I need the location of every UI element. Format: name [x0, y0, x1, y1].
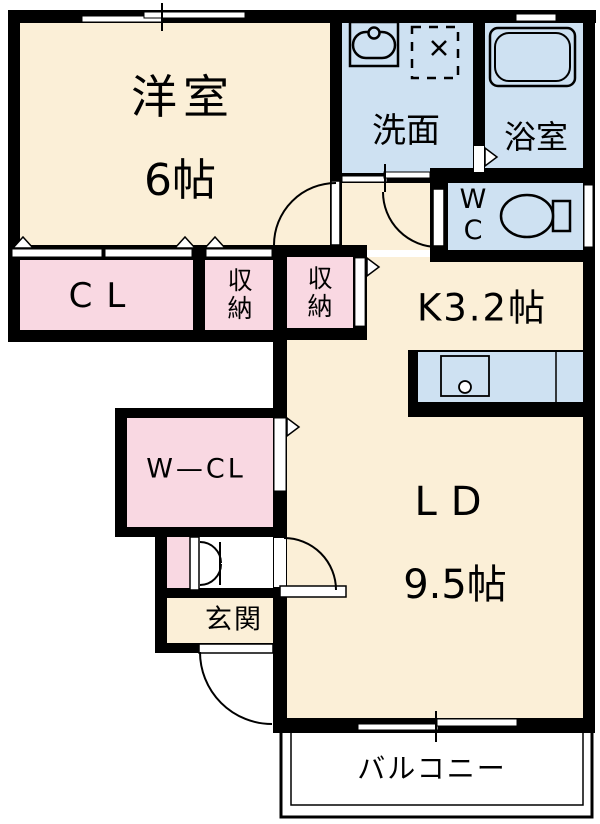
hall-closet-door-leaf	[189, 536, 200, 591]
storage1-sliding-door	[205, 248, 273, 258]
entrance-floor	[167, 598, 277, 643]
toilet-door-leaf	[432, 188, 445, 247]
window-bathroom	[515, 13, 557, 22]
living-dining-size: 9.5帖	[403, 562, 507, 608]
closet-sliding-door	[104, 248, 193, 258]
hall-door-opening	[274, 538, 286, 587]
window-toilet	[583, 184, 594, 248]
bathroom-door-opening	[474, 146, 484, 172]
toilet-icon	[499, 193, 572, 239]
living-dining-label: LD	[414, 479, 496, 525]
door-direction-mark	[484, 146, 499, 168]
western-room-door-leaf	[330, 180, 341, 246]
room-floors	[20, 23, 583, 718]
western-room-door-arc	[273, 182, 337, 246]
toilet-door-arc	[382, 191, 439, 248]
washroom-label: 洗面	[372, 111, 440, 151]
hall-door-leaf	[279, 585, 347, 598]
wcl-door-opening	[273, 417, 287, 492]
kitchen-label: K3.2帖	[416, 286, 548, 330]
entrance-door-leaf	[198, 643, 274, 654]
window-western-room	[81, 3, 246, 31]
door-swing-arcs	[199, 182, 439, 725]
washer-pan-icon	[410, 25, 460, 80]
bifold-door-mark	[203, 235, 227, 249]
bathroom-label: 浴室	[503, 118, 569, 156]
toilet-label: W C	[460, 184, 487, 246]
washroom-floor	[342, 23, 473, 173]
walk-in-closet-floor	[127, 418, 273, 527]
toilet-label-w: W	[459, 183, 487, 215]
storage2-label: 収納	[307, 264, 333, 321]
hall-closet-double-door	[199, 541, 222, 586]
kitchen-counter-icon	[413, 350, 591, 404]
western-room-label: 洋室	[131, 70, 235, 124]
western-room-floor	[20, 23, 330, 247]
bathtub-icon	[488, 26, 577, 88]
closet-sliding-door	[11, 248, 103, 258]
entrance-label: 玄関	[205, 604, 263, 636]
washroom-sliding-door	[341, 164, 431, 192]
hall-door-arc	[283, 537, 337, 591]
hall-closet-floor	[167, 537, 190, 590]
fixtures	[348, 20, 591, 404]
door-direction-mark	[286, 416, 301, 438]
entrance-door-arc	[199, 651, 273, 725]
balcony-label: バルコニー	[357, 752, 507, 785]
western-room-size: 6帖	[144, 155, 216, 206]
closet-floor	[20, 258, 193, 332]
bifold-door-mark	[173, 235, 197, 249]
storage1-floor	[205, 258, 273, 332]
walk-in-closet-label: W—CL	[146, 453, 246, 485]
bifold-door-mark	[11, 235, 35, 249]
storage1-label: 収納	[227, 266, 253, 323]
openings	[11, 3, 594, 742]
bathroom-floor	[485, 23, 583, 168]
storage2-floor	[287, 257, 353, 328]
window-living	[357, 711, 518, 742]
door-direction-mark	[366, 256, 381, 278]
closet-label: CL	[68, 276, 140, 316]
storage2-door-opening	[354, 257, 366, 327]
toilet-label-c: C	[463, 215, 483, 246]
